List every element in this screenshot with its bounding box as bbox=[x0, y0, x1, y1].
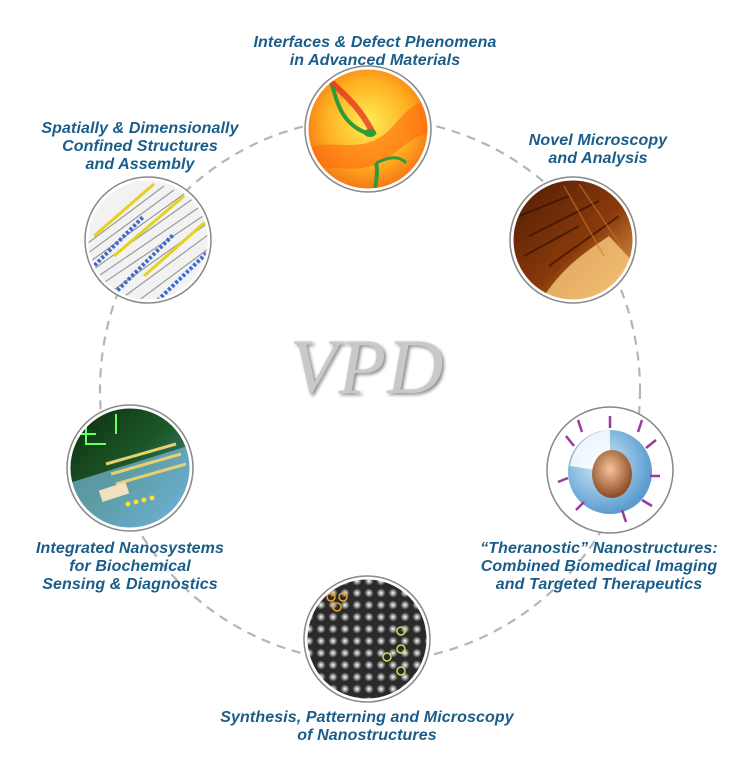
nanowire-array-icon bbox=[84, 176, 212, 304]
defect-map-icon bbox=[304, 65, 432, 193]
topic-label-line: “Theranostic” Nanostructures: bbox=[480, 540, 718, 557]
surface-scan-icon bbox=[509, 176, 637, 304]
topic-label-line: Synthesis, Patterning and Microscopy bbox=[220, 709, 514, 726]
vpd-logo: VPD bbox=[289, 323, 445, 410]
dashed-ring bbox=[98, 116, 642, 664]
topic-label-line: Confined Structures bbox=[62, 138, 218, 155]
topic-label-line: Integrated Nanosystems bbox=[35, 540, 225, 557]
topic-label-line: and Analysis bbox=[548, 150, 648, 167]
topic-label-line: Spatially & Dimensionally bbox=[41, 120, 239, 137]
topic-label-line: for Biochemical bbox=[69, 558, 191, 575]
atomic-lattice-icon bbox=[303, 575, 431, 703]
topic-label-line: of Nanostructures bbox=[297, 727, 437, 744]
topic-label-line: and Targeted Therapeutics bbox=[495, 576, 703, 593]
topic-label-line: Sensing & Diagnostics bbox=[42, 576, 218, 593]
nanosystem-chip-icon bbox=[66, 404, 194, 532]
topic-label-line: Combined Biomedical Imaging bbox=[480, 558, 718, 575]
topic-label-line: and Assembly bbox=[85, 156, 195, 173]
nanoparticle-icon bbox=[546, 406, 674, 534]
topic-label-line: Novel Microscopy bbox=[528, 132, 668, 149]
topic-label-line: Interfaces & Defect Phenomena bbox=[253, 34, 497, 51]
topic-label-theranostic: “Theranostic” Nanostructures:Combined Bi… bbox=[452, 540, 746, 594]
topic-label-line: in Advanced Materials bbox=[289, 52, 461, 69]
